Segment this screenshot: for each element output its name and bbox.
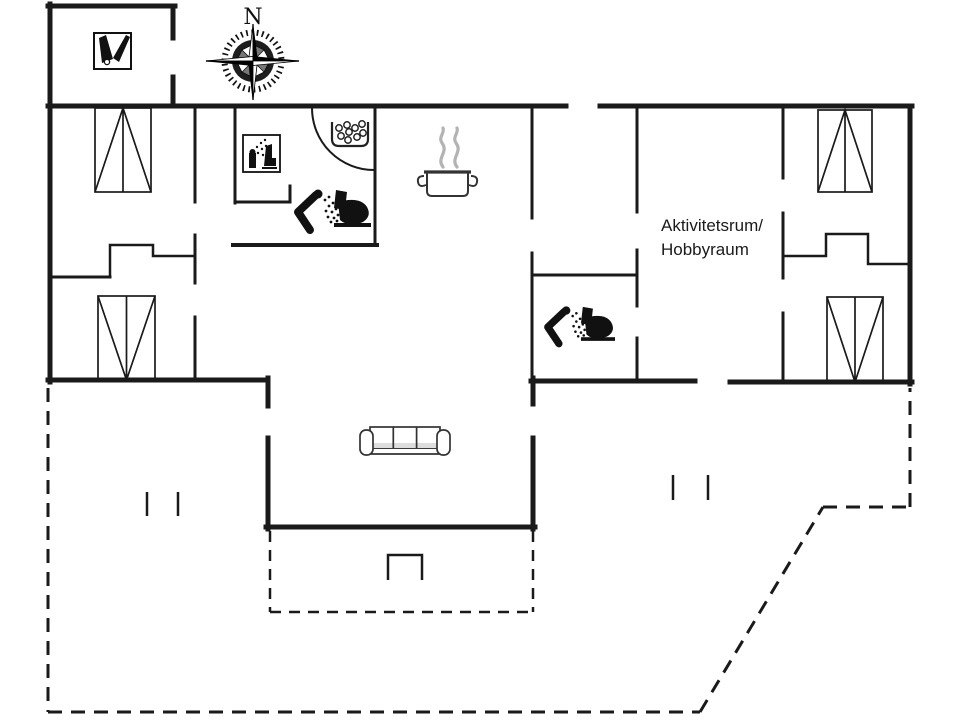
terrace-inner-outline [268, 531, 535, 614]
room-label-line2: Hobbyraum [661, 240, 749, 259]
cooking-pot-icon [416, 126, 479, 197]
double-bed-icon [94, 105, 152, 193]
double-bed-icon [817, 107, 873, 193]
wardrobe-icon [108, 232, 911, 279]
double-bed-icon [97, 295, 156, 383]
opening-marker-icon [145, 475, 710, 516]
terrace-step-icon [386, 553, 424, 580]
compass-rose-icon [205, 24, 300, 101]
steam-icon [439, 126, 460, 169]
compass-label: N [243, 5, 262, 30]
beds [94, 105, 884, 385]
sauna-stones-icon [330, 120, 370, 148]
terrace-outline [46, 388, 912, 714]
room-label-line1: Aktivitetsrum/ [661, 216, 763, 235]
shower-cabin-icon [242, 134, 281, 173]
interior-walls [48, 104, 785, 385]
door-arc [311, 107, 375, 171]
shower-toilet-icon [544, 306, 615, 348]
room-label: Aktivitetsrum/ Hobbyraum [661, 216, 763, 259]
wood-stove-icon [93, 32, 132, 70]
shower-toilet-icon [294, 189, 371, 234]
sofa-icon [359, 426, 451, 456]
double-bed-icon [826, 296, 884, 385]
exterior-walls [45, 1, 915, 532]
